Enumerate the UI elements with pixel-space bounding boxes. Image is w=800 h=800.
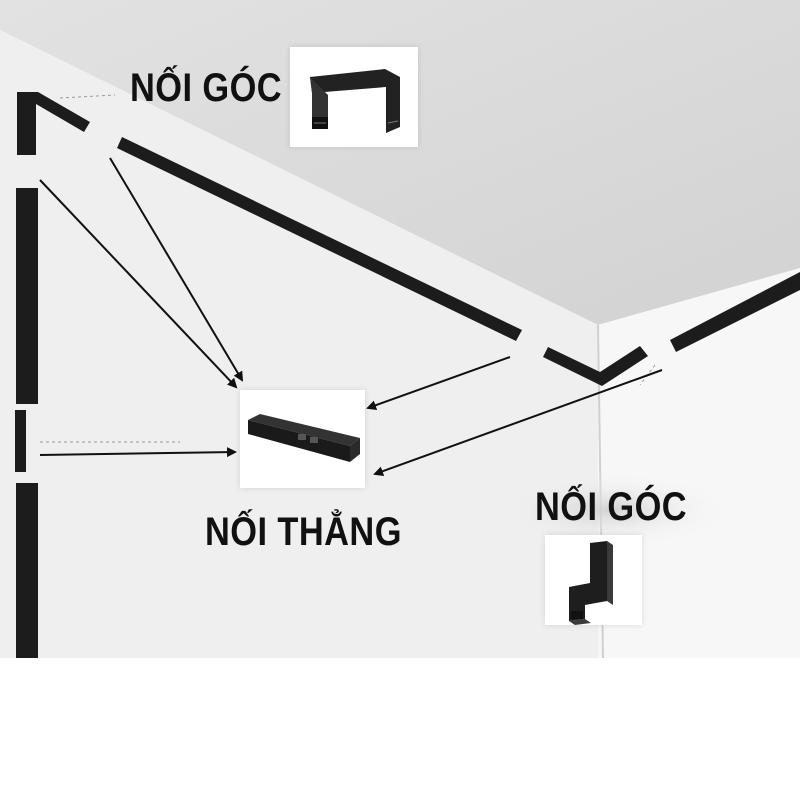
corner-connector-label-top: NỐI GÓC [130,66,283,110]
arrow-5 [39,447,237,458]
track-ceiling-long [117,137,522,341]
l-corner-connector-icon [569,541,613,625]
label-shadow [490,472,730,548]
arrow-4 [373,369,663,476]
back-wall [0,30,598,658]
corner-connector-icon [310,69,400,133]
straight-connector-icon [248,414,360,462]
track-wall-middle [15,410,26,472]
track-corner-top-left [17,92,90,155]
track-wall-upper [16,188,38,404]
arrow-3 [366,356,511,411]
l-corner-connector-photo [545,535,642,625]
straight-connector-photo [240,390,365,488]
track-ceiling-right [670,272,800,352]
lower-blank [0,658,800,800]
straight-connector-label: NỐI THẲNG [205,510,402,554]
right-wall [598,268,800,658]
track-wall-lower [16,483,38,658]
track-corner-ceiling [543,346,648,386]
ceiling [0,0,800,325]
corner-connector-label-right: NỐI GÓC [535,485,688,529]
arrow-1 [39,179,238,389]
arrow-2 [109,157,244,382]
corner-connector-photo-top [290,47,418,147]
